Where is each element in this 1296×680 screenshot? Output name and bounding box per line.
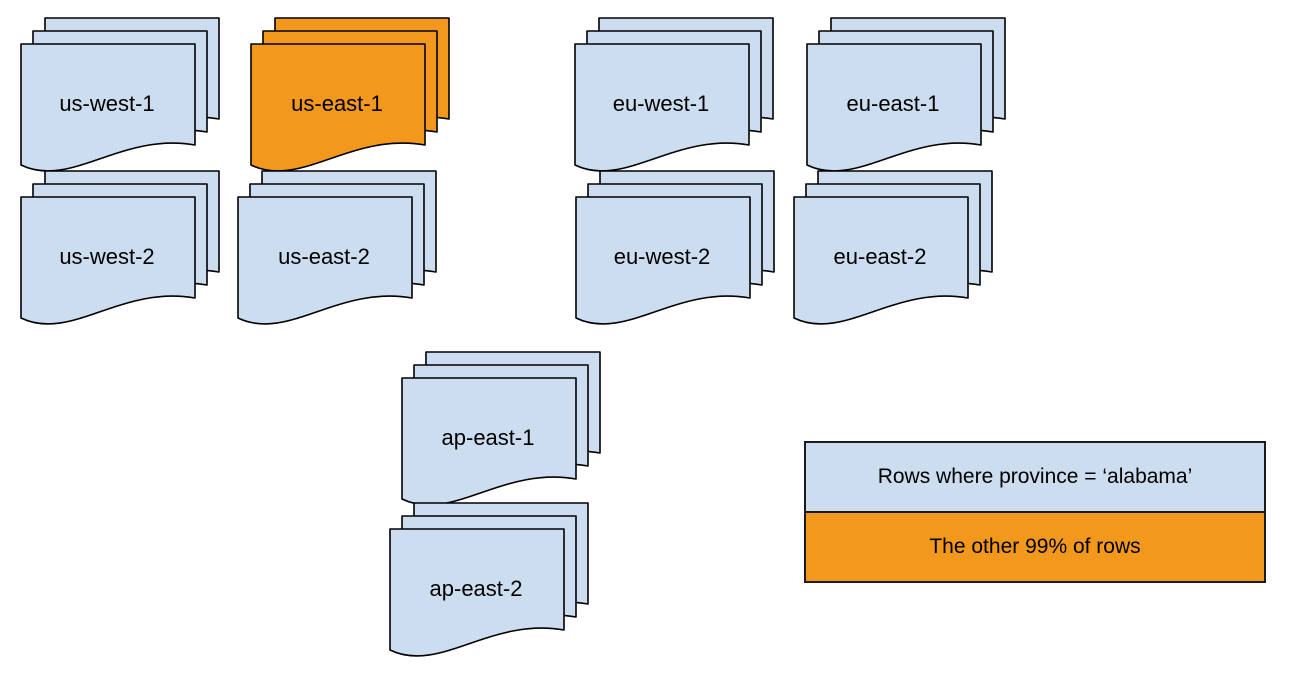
document-stack-shape (401, 351, 601, 506)
region-stack-us-west-2: us-west-2 (20, 170, 220, 325)
multiple-documents-icon (575, 170, 775, 325)
document-stack-shape (20, 17, 220, 172)
document-stack-shape (793, 170, 993, 325)
document-stack-shape (389, 502, 589, 657)
document-stack-shape (575, 170, 775, 325)
document-stack-shape-highlighted (250, 17, 450, 172)
multiple-documents-icon (806, 17, 1006, 172)
legend: Rows where province = ‘alabama’ The othe… (804, 441, 1266, 583)
region-stack-eu-west-1: eu-west-1 (574, 17, 774, 172)
legend-item-label: The other 99% of rows (929, 535, 1141, 558)
multiple-documents-icon (401, 351, 601, 506)
multiple-documents-icon (793, 170, 993, 325)
document-stack-shape (20, 170, 220, 325)
region-stack-eu-east-1: eu-east-1 (806, 17, 1006, 172)
document-stack-shape (806, 17, 1006, 172)
multiple-documents-icon (389, 502, 589, 657)
multiple-documents-icon (20, 17, 220, 172)
document-stack-shape (237, 170, 437, 325)
multiple-documents-icon (574, 17, 774, 172)
multiple-documents-icon (250, 17, 450, 172)
region-stack-ap-east-1: ap-east-1 (401, 351, 601, 506)
region-stack-us-west-1: us-west-1 (20, 17, 220, 172)
region-stack-eu-west-2: eu-west-2 (575, 170, 775, 325)
legend-item-alabama-rows: Rows where province = ‘alabama’ (806, 443, 1264, 511)
region-stack-us-east-1: us-east-1 (250, 17, 450, 172)
multiple-documents-icon (237, 170, 437, 325)
legend-item-other-rows: The other 99% of rows (806, 511, 1264, 581)
region-stack-ap-east-2: ap-east-2 (389, 502, 589, 657)
region-stack-us-east-2: us-east-2 (237, 170, 437, 325)
document-stack-shape (574, 17, 774, 172)
multiple-documents-icon (20, 170, 220, 325)
region-stack-eu-east-2: eu-east-2 (793, 170, 993, 325)
legend-item-label: Rows where province = ‘alabama’ (877, 465, 1193, 488)
